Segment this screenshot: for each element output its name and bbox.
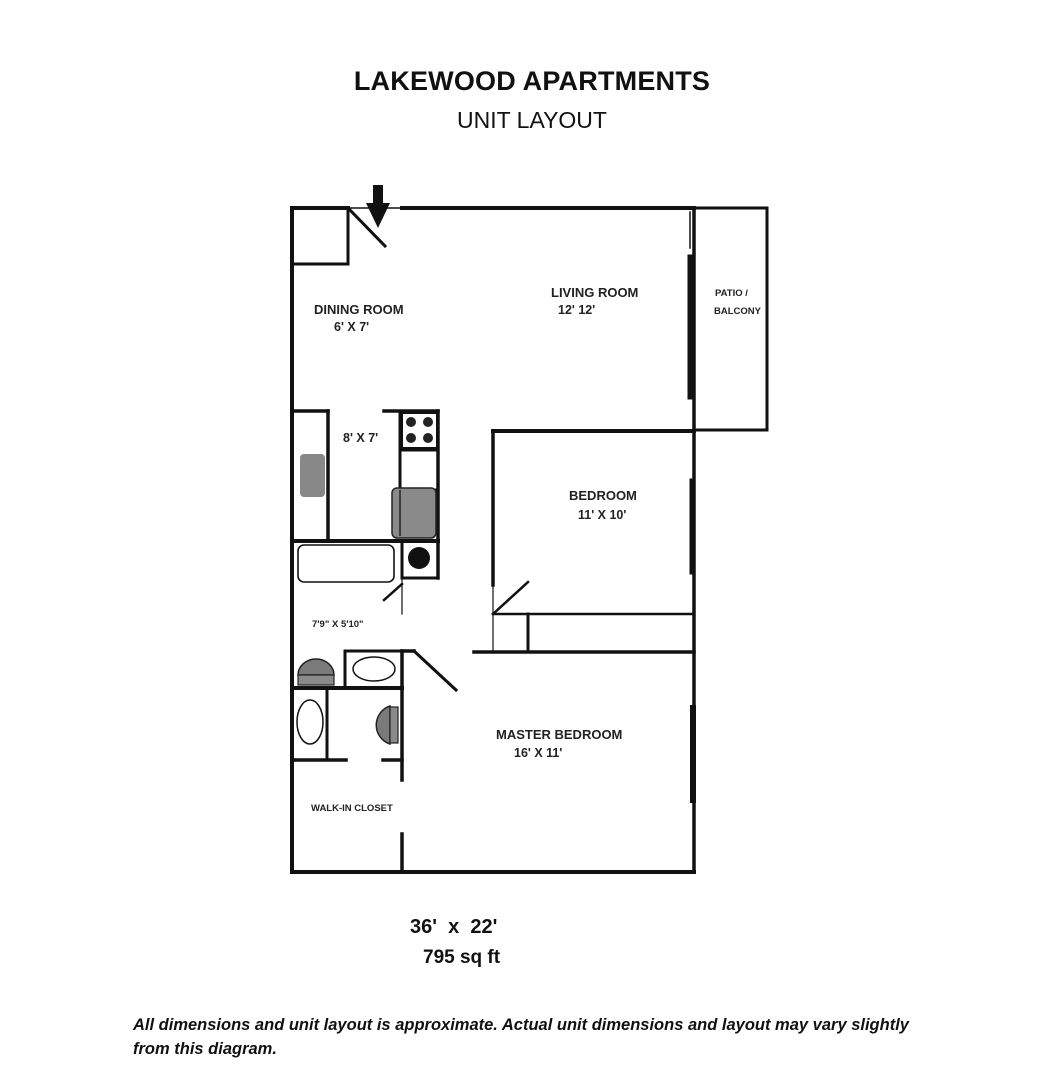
water-heater-icon: [408, 547, 430, 569]
refrigerator-icon: [391, 487, 437, 539]
bathroom-dimensions: 7'9" X 5'10": [312, 619, 364, 630]
entry-arrow-icon: [366, 185, 390, 228]
dining-room-label: DINING ROOM: [314, 302, 404, 317]
toilet-icon: [297, 658, 335, 676]
total-area: 795 sq ft: [423, 947, 501, 968]
overall-dimensions: 36' x 22': [410, 916, 498, 938]
balcony-label: BALCONY: [714, 306, 761, 317]
kitchen-counter-sink-icon: [300, 454, 325, 497]
toilet-icon: [375, 704, 391, 746]
master-bedroom-dimensions: 16' X 11': [514, 746, 563, 760]
disclaimer-text: All dimensions and unit layout is approx…: [133, 1016, 909, 1058]
page-title: LAKEWOOD APARTMENTS: [353, 66, 711, 96]
living-room-dimensions: 12' 12': [558, 303, 596, 317]
dining-room-dimensions: 6' X 7': [334, 320, 370, 334]
master-bedroom-label: MASTER BEDROOM: [496, 727, 623, 742]
bedroom-dimensions: 11' X 10': [578, 508, 627, 522]
stove-burner-icon: [406, 417, 416, 427]
living-room-label: LIVING ROOM: [551, 285, 639, 300]
patio-label: PATIO /: [715, 288, 748, 299]
page-subtitle: UNIT LAYOUT: [457, 107, 607, 133]
walk-in-closet-label: WALK-IN CLOSET: [311, 803, 393, 814]
kitchen-dimensions: 8' X 7': [343, 431, 379, 445]
bedroom-label: BEDROOM: [569, 488, 637, 503]
